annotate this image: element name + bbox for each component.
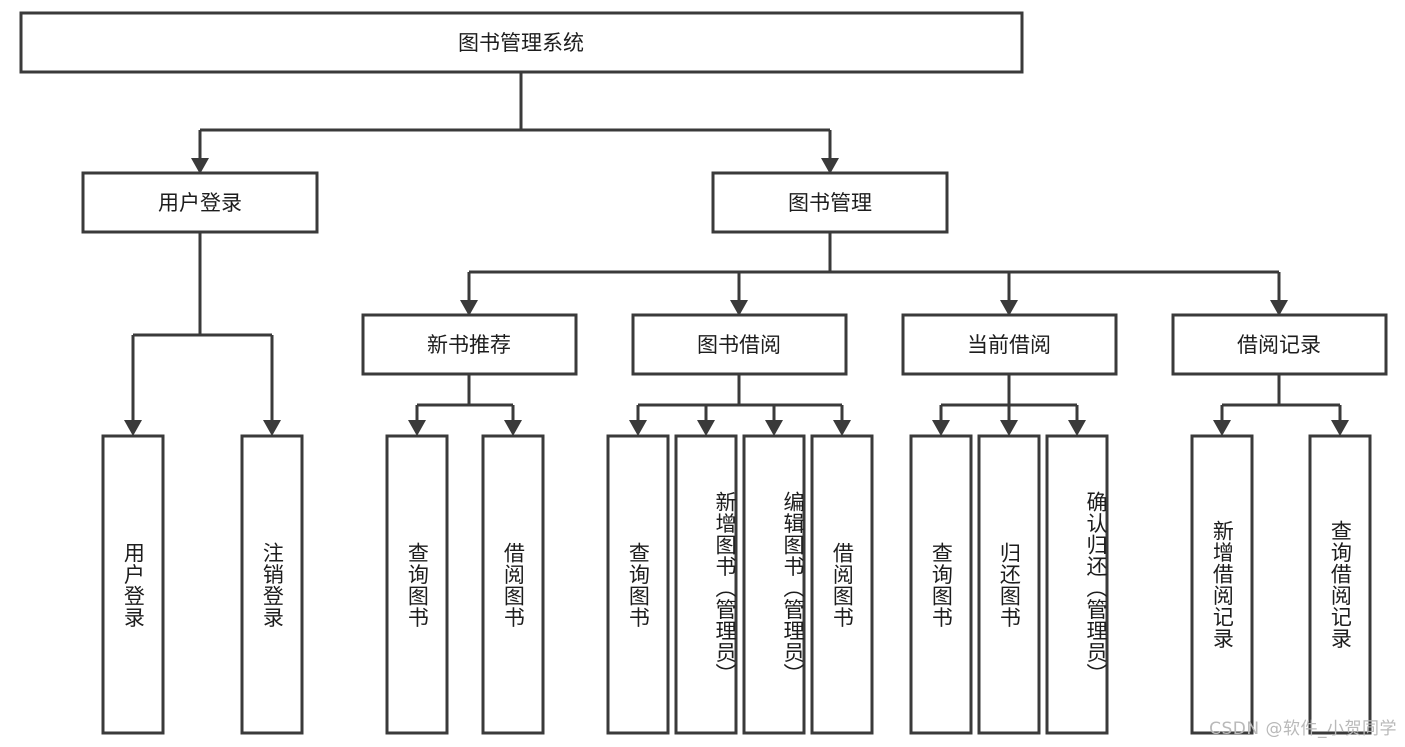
arrow-head-book-borrow [730,300,748,316]
leaf-box-bookborrow-lend[interactable] [810,434,874,735]
node-user-login-box[interactable] [81,171,319,234]
leaf-box-newbook-borrow[interactable] [481,434,545,735]
leaf-box-bookborrow-edit[interactable] [742,434,806,735]
leaf-box-currentborrow-query[interactable] [909,434,973,735]
node-book-manage-label: 图书管理 [788,191,872,215]
leaf-box-record-add[interactable] [1190,434,1254,735]
node-book-borrow-label: 图书借阅 [697,333,781,357]
arrow-head-bookborrow-leaf-2 [697,420,715,436]
node-book-manage-box[interactable] [711,171,949,234]
node-title-box[interactable] [19,11,1024,74]
leaf-box-currentborrow-confirm[interactable] [1045,434,1109,735]
arrow-head-newbook-leaf-2 [504,420,522,436]
arrow-head-borrow-record [1270,300,1288,316]
arrow-head-new-book [460,300,478,316]
arrow-head-leaf-logout [263,420,281,436]
arrow-head-currentborrow-leaf-1 [932,420,950,436]
arrow-head-book-manage [821,158,839,174]
leaf-box-currentborrow-return[interactable] [977,434,1041,735]
node-user-login-label: 用户登录 [158,191,242,215]
node-borrow-record-label: 借阅记录 [1237,333,1321,357]
node-new-book-box[interactable] [361,313,578,376]
arrow-head-borrowrecord-leaf-2 [1331,420,1349,436]
leaf-box-bookborrow-add[interactable] [674,434,738,735]
arrow-head-currentborrow-leaf-3 [1068,420,1086,436]
arrow-head-leaf-user-login [124,420,142,436]
arrow-head-user-login [191,158,209,174]
node-current-borrow-box[interactable] [901,313,1118,376]
leaf-box-bookborrow-query[interactable] [606,434,670,735]
arrow-head-bookborrow-leaf-4 [833,420,851,436]
watermark-text: CSDN @软件_小贺同学 [1209,719,1397,739]
node-borrow-record-box[interactable] [1171,313,1388,376]
leaf-box-newbook-query[interactable] [385,434,449,735]
node-book-borrow-box[interactable] [631,313,848,376]
arrow-head-newbook-leaf-1 [408,420,426,436]
node-current-borrow-label: 当前借阅 [967,333,1051,357]
arrow-head-current-borrow [1000,300,1018,316]
leaf-box-record-query[interactable] [1308,434,1372,735]
arrow-head-bookborrow-leaf-3 [765,420,783,436]
arrow-head-bookborrow-leaf-1 [629,420,647,436]
node-title-label: 图书管理系统 [458,31,584,55]
arrow-head-currentborrow-leaf-2 [1000,420,1018,436]
arrow-head-borrowrecord-leaf-1 [1213,420,1231,436]
leaf-box-logout[interactable] [240,434,304,735]
leaf-box-user-login[interactable] [101,434,165,735]
node-new-book-label: 新书推荐 [427,333,511,357]
